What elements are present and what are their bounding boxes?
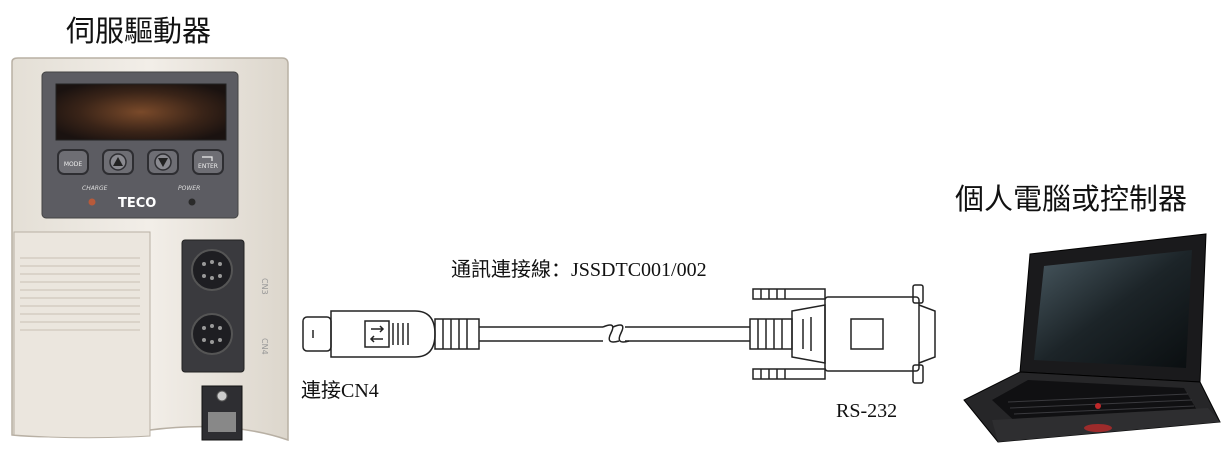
cn4-label: CN4 (260, 338, 269, 355)
enter-arrow-icon (202, 156, 213, 161)
left-plug-label-box (364, 320, 390, 348)
trackpad-buttons (1084, 424, 1112, 432)
left-plug-tip (302, 316, 332, 352)
up-key (102, 149, 134, 175)
lower-cover (13, 231, 151, 439)
cn4-port (191, 313, 233, 355)
cn3-label: CN3 (260, 278, 269, 295)
up-arrow-icon (113, 157, 123, 166)
enter-key: ENTER (192, 149, 224, 175)
db9-flange (918, 304, 936, 364)
left-plug-body (330, 310, 436, 358)
laptop-screen (1034, 250, 1192, 368)
servo-drive: MODE ENTER CHARGE POWER TECO CN3 C (11, 57, 289, 442)
servo-drive-title: 伺服驅動器 (66, 14, 212, 48)
left-connector-label: 連接CN4 (301, 380, 379, 402)
trackpoint-icon (1095, 403, 1101, 409)
laptop-computer (963, 233, 1221, 443)
left-strain-relief (434, 318, 480, 350)
communication-cable (302, 284, 936, 384)
charge-label: CHARGE (82, 185, 108, 192)
mode-key-label: MODE (64, 161, 83, 168)
power-led (188, 198, 196, 206)
right-connector-label: RS-232 (836, 400, 898, 422)
right-strain-relief (749, 318, 793, 350)
db9-top-screw (752, 284, 924, 304)
cable-label: 通訊連接線：JSSDTC001/002 (451, 259, 707, 281)
down-arrow-icon (158, 158, 168, 167)
display-window (55, 83, 227, 141)
db9-hood (791, 304, 826, 364)
db9-bottom-screw (752, 364, 924, 384)
mode-key: MODE (57, 149, 89, 175)
cn3-port (191, 249, 233, 291)
computer-title: 個人電腦或控制器 (955, 182, 1188, 216)
cable-break-mark (602, 324, 630, 343)
brand-logo: TECO (118, 196, 156, 211)
enter-key-label: ENTER (198, 163, 218, 170)
charge-led (88, 198, 96, 206)
db9-shell (824, 296, 920, 372)
power-label: POWER (178, 185, 200, 192)
down-key (147, 149, 179, 175)
db9-face (850, 318, 884, 350)
vent-slots (20, 257, 140, 331)
